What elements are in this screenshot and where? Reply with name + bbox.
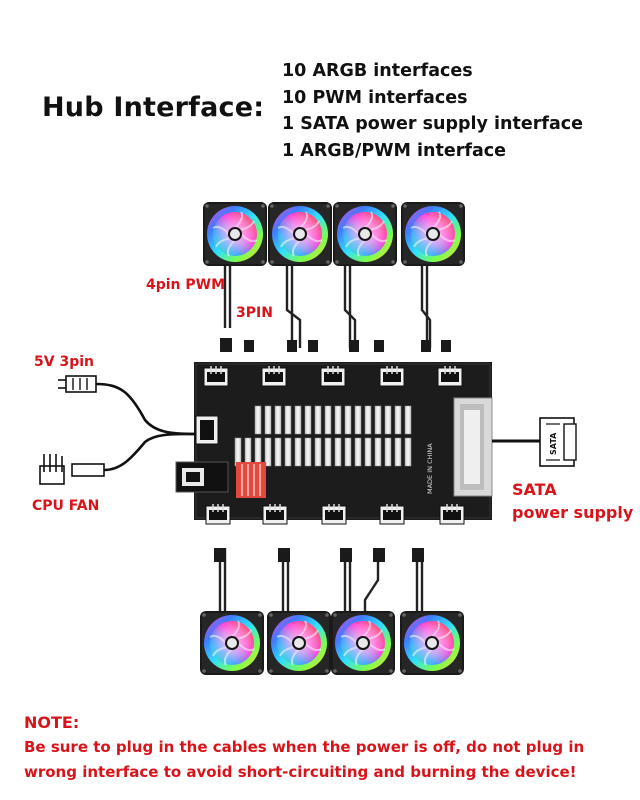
hub-interface-title: Hub Interface: xyxy=(42,92,265,123)
label-cpu-fan: CPU FAN xyxy=(32,498,100,514)
hub-board: MADE IN CHINA xyxy=(175,362,493,525)
bottom-fan-3 xyxy=(330,610,396,676)
top-fan-cables xyxy=(223,264,432,348)
label-power-supply: power supply xyxy=(512,503,634,522)
3pin-plug-icon xyxy=(58,375,97,393)
label-4pin-pwm: 4pin PWM xyxy=(146,277,226,293)
note-line-2: wrong interface to avoid short-circuitin… xyxy=(24,763,577,781)
bottom-fan-2 xyxy=(266,610,332,676)
note-title: NOTE: xyxy=(24,713,80,732)
spec-argb: 10 ARGB interfaces xyxy=(282,61,473,81)
spec-sata: 1 SATA power supply interface xyxy=(282,114,583,134)
5v-3pin-cable xyxy=(95,382,197,472)
top-fan-2 xyxy=(267,201,333,267)
spec-list: 10 ARGB interfaces 10 PWM interfaces 1 S… xyxy=(282,58,583,164)
bottom-fan-cables xyxy=(218,548,424,612)
top-fan-3 xyxy=(332,201,398,267)
sata-cable: SATA xyxy=(492,417,577,467)
svg-text:MADE IN CHINA: MADE IN CHINA xyxy=(426,443,434,494)
bottom-fan-1 xyxy=(199,610,265,676)
spec-pwm: 10 PWM interfaces xyxy=(282,87,468,108)
top-fan-1 xyxy=(202,201,268,267)
note-line-1: Be sure to plug in the cables when the p… xyxy=(24,738,585,756)
cpu-fan-header-icon xyxy=(39,454,105,485)
label-3pin: 3PIN xyxy=(236,305,273,321)
bottom-fan-4 xyxy=(399,610,465,676)
label-sata: SATA xyxy=(512,480,557,499)
sata-plug-text: SATA xyxy=(549,432,558,455)
label-5v-3pin: 5V 3pin xyxy=(34,354,94,370)
sata-plug-icon: SATA xyxy=(539,417,577,467)
spec-argb-pwm: 1 ARGB/PWM interface xyxy=(282,140,507,161)
top-fan-4 xyxy=(400,201,466,267)
